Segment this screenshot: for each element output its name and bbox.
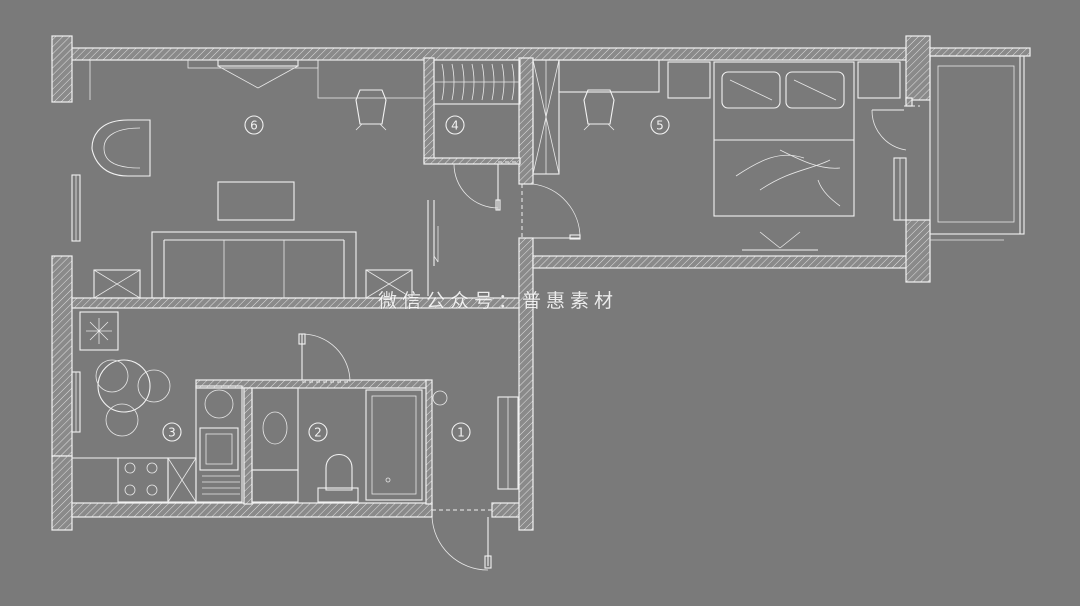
wall-bath-mid	[243, 387, 253, 505]
wall-right-upper	[905, 35, 931, 101]
room-label-6: 6	[244, 115, 264, 135]
desk-chair-left	[355, 89, 387, 131]
wall-bedroom-bottom	[532, 255, 914, 269]
room-label-3: 3	[162, 422, 182, 442]
bed	[713, 61, 855, 217]
wall-bath-right	[425, 379, 433, 505]
wall-center-vertical-lower	[518, 237, 534, 531]
room-label-2: 2	[308, 422, 328, 442]
armchair	[91, 119, 151, 177]
wall-bottom-left	[71, 502, 433, 518]
balcony-top	[929, 47, 1031, 57]
desk-chair-right	[583, 89, 615, 131]
bathroom-furniture	[251, 387, 448, 503]
svg-text:4: 4	[451, 119, 459, 133]
wall-right-lower	[905, 219, 931, 283]
wall-closet-bottom	[423, 157, 521, 165]
svg-text:5: 5	[656, 119, 664, 133]
watermark-text: 微信公众号：普惠素材	[378, 290, 619, 312]
wall-top	[51, 47, 931, 61]
sofa	[151, 231, 357, 299]
windows	[71, 59, 907, 490]
kitchen-furniture	[72, 311, 351, 503]
living-room-furniture	[89, 59, 439, 299]
wall-bath-top	[195, 379, 429, 389]
wall-center-vertical	[518, 57, 534, 185]
wall-bedroom-right	[905, 97, 913, 107]
room-label-5: 5	[650, 115, 670, 135]
svg-text:2: 2	[314, 426, 322, 440]
room-labels: 1 2 3 4 5 6	[162, 115, 670, 442]
walls	[51, 35, 1031, 531]
wall-left-mid	[51, 255, 73, 457]
wall-left-upper	[51, 35, 73, 103]
svg-text:1: 1	[457, 426, 465, 440]
coffee-table	[217, 181, 295, 221]
wall-closet-left	[423, 57, 435, 163]
entry-door	[431, 161, 523, 571]
svg-text:6: 6	[250, 119, 258, 133]
room-label-4: 4	[445, 115, 465, 135]
bedroom-furniture	[532, 59, 920, 251]
svg-text:3: 3	[168, 426, 176, 440]
room-label-1: 1	[451, 422, 471, 442]
wall-bottom-right	[491, 502, 523, 518]
wall-left-lower	[51, 455, 73, 531]
stove	[117, 457, 169, 503]
closet-furniture	[433, 59, 521, 211]
balcony-outline	[929, 55, 1025, 235]
bathtub	[365, 389, 423, 501]
